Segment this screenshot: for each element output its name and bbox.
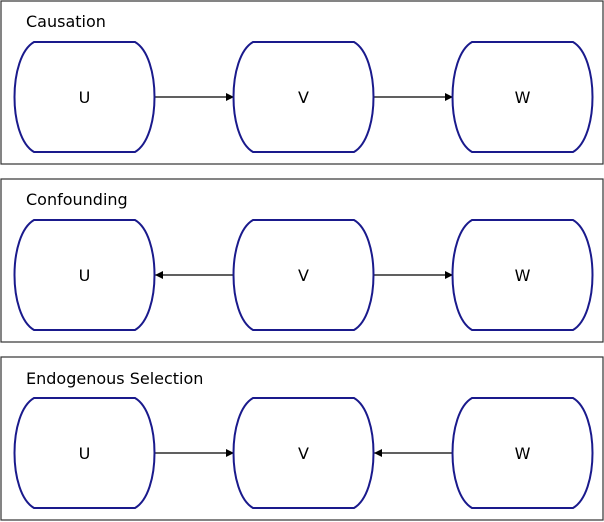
node-shape: [13, 397, 156, 509]
panel-frame: [0, 178, 604, 343]
panel-title: Endogenous Selection: [26, 369, 203, 388]
node-label: U: [79, 266, 91, 285]
panel-title: Causation: [26, 12, 106, 31]
node-shape: [232, 219, 375, 331]
panel-frame: [0, 356, 604, 521]
panel-title: Confounding: [26, 190, 128, 209]
node-shape: [451, 41, 594, 153]
node-label: W: [515, 266, 531, 285]
node-v: V: [232, 219, 375, 331]
node-label: U: [79, 444, 91, 463]
node-shape: [232, 397, 375, 509]
panel-causation: Causation U V W: [0, 0, 604, 165]
node-u: U: [13, 41, 156, 153]
node-label: V: [298, 266, 309, 285]
node-shape: [451, 397, 594, 509]
node-label: W: [515, 444, 531, 463]
node-shape: [13, 41, 156, 153]
panel-endogenous-selection: Endogenous Selection U V W: [0, 356, 604, 521]
panel-confounding: Confounding U V W: [0, 178, 604, 343]
panel-frame: [0, 0, 604, 165]
node-label: W: [515, 88, 531, 107]
node-u: U: [13, 219, 156, 331]
node-w: W: [451, 397, 594, 509]
node-w: W: [451, 41, 594, 153]
node-v: V: [232, 41, 375, 153]
node-v: V: [232, 397, 375, 509]
node-shape: [13, 219, 156, 331]
node-shape: [451, 219, 594, 331]
node-label: U: [79, 88, 91, 107]
node-label: V: [298, 88, 309, 107]
node-u: U: [13, 397, 156, 509]
node-w: W: [451, 219, 594, 331]
node-shape: [232, 41, 375, 153]
node-label: V: [298, 444, 309, 463]
